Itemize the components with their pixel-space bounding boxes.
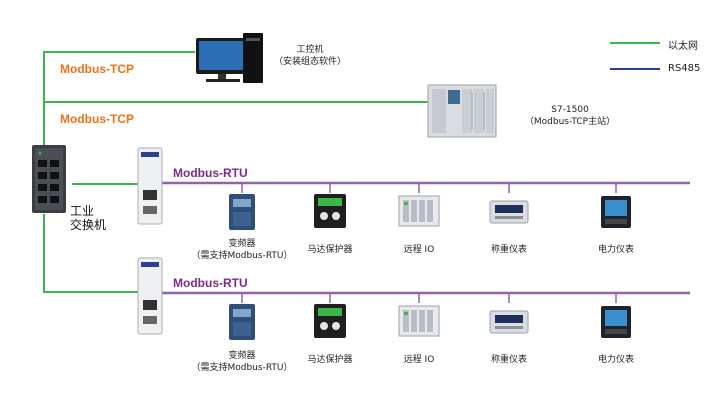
link-switch-pc bbox=[43, 51, 195, 145]
plc-label: S7-1500 （Modbus-TCP主站） bbox=[510, 104, 630, 128]
device-label: 电力仪表 bbox=[597, 245, 634, 255]
protocol-label-rtu-1: Modbus-RTU bbox=[173, 166, 248, 180]
weighing-meter-icon bbox=[489, 200, 529, 224]
gateway-icon-1 bbox=[137, 147, 163, 225]
protocol-label-tcp-2: Modbus-TCP bbox=[60, 112, 134, 126]
motor-protector-icon bbox=[314, 194, 346, 228]
device-sub: （需支持Modbus-RTU） bbox=[191, 363, 293, 373]
inverter-icon bbox=[229, 304, 255, 340]
pc-sub: （安装组态软件） bbox=[273, 57, 346, 67]
rtu-buses bbox=[162, 181, 690, 295]
pc-label: 工控机 （安装组态软件） bbox=[270, 44, 350, 68]
link-switch-gateway2 bbox=[43, 214, 138, 293]
ethernet-links bbox=[43, 51, 428, 293]
protocol-label-tcp-1: Modbus-TCP bbox=[60, 62, 134, 76]
switch-label: 工业 交换机 bbox=[70, 204, 106, 232]
power-meter-icon bbox=[601, 306, 631, 338]
plc-sub: （Modbus-TCP主站） bbox=[524, 117, 616, 127]
pc-name: 工控机 bbox=[296, 45, 324, 55]
device-sub: （需支持Modbus-RTU） bbox=[191, 251, 293, 261]
device-label: 马达保护器 bbox=[307, 245, 353, 255]
device-label: 远程 IO bbox=[403, 355, 435, 365]
legend-rs485-label: RS485 bbox=[668, 63, 701, 74]
device-name: 变频器 bbox=[228, 239, 256, 249]
industrial-switch-icon bbox=[32, 145, 66, 213]
device-label: 变频器 （需支持Modbus-RTU） bbox=[187, 238, 297, 262]
weighing-meter-icon bbox=[489, 310, 529, 334]
device-label: 变频器 （需支持Modbus-RTU） bbox=[187, 350, 297, 374]
device-label: 称重仪表 bbox=[490, 355, 527, 365]
device-label: 远程 IO bbox=[403, 245, 435, 255]
remote-io-icon bbox=[398, 305, 440, 337]
device-label: 称重仪表 bbox=[490, 245, 527, 255]
inverter-icon bbox=[229, 194, 255, 230]
switch-line1: 工业 bbox=[70, 204, 95, 218]
legend-ethernet-label: 以太网 bbox=[668, 41, 698, 52]
remote-io-icon bbox=[398, 195, 440, 227]
motor-protector-icon bbox=[314, 304, 346, 338]
pc-icon bbox=[196, 33, 263, 83]
switch-line2: 交换机 bbox=[70, 218, 107, 232]
rtu-drops bbox=[241, 183, 617, 303]
gateway-icon-2 bbox=[137, 257, 163, 335]
power-meter-icon bbox=[601, 196, 631, 228]
device-name: 变频器 bbox=[228, 351, 256, 361]
device-label: 马达保护器 bbox=[307, 355, 353, 365]
protocol-label-rtu-2: Modbus-RTU bbox=[173, 276, 248, 290]
plc-icon bbox=[427, 84, 497, 138]
plc-name: S7-1500 bbox=[551, 105, 589, 115]
device-label: 电力仪表 bbox=[597, 355, 634, 365]
